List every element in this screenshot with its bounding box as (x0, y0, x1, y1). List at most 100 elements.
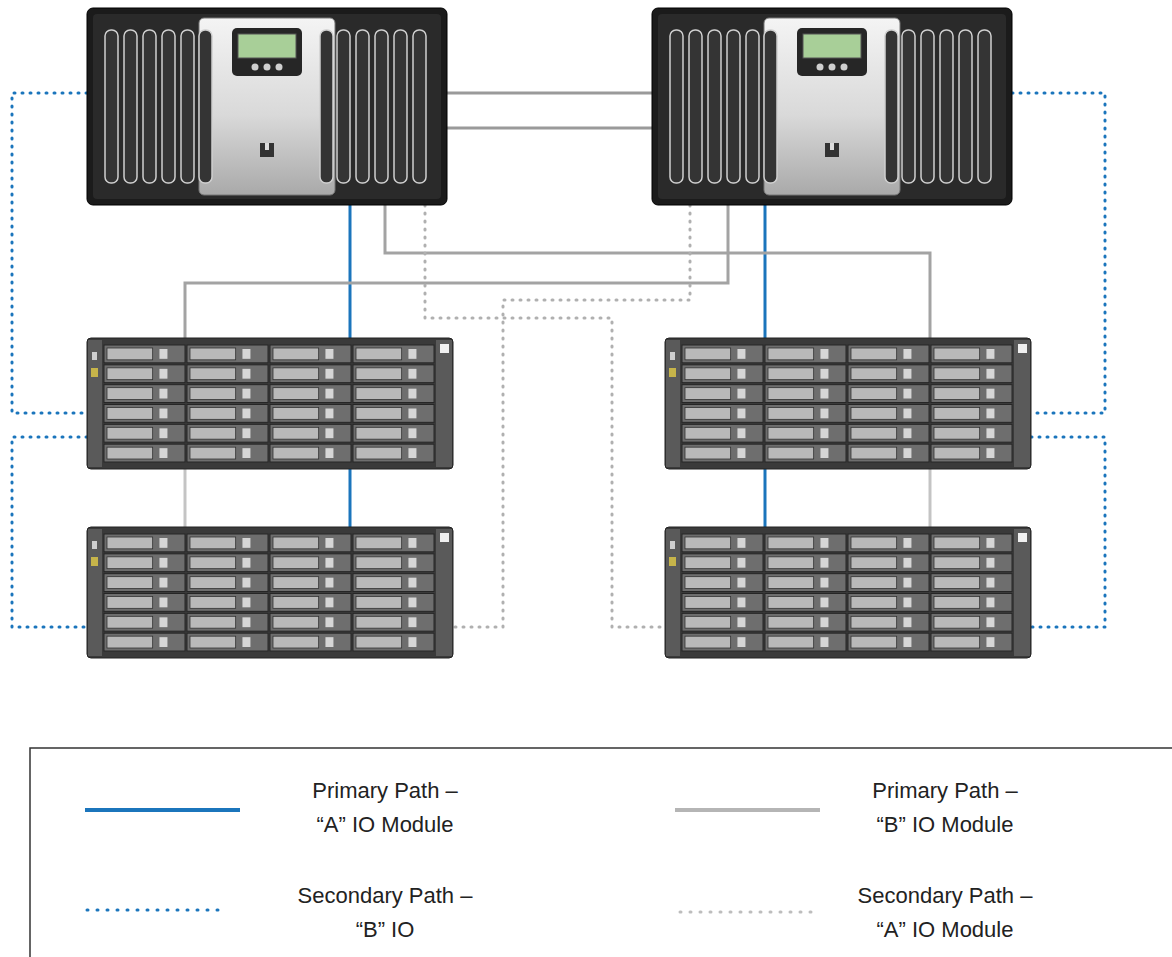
disk-drive (353, 574, 434, 592)
logo-mark (260, 143, 274, 157)
controller-slat (959, 30, 972, 183)
drive-latch (986, 369, 994, 379)
drive-latch (737, 578, 745, 588)
drive-latch (408, 369, 416, 379)
disk-drive (353, 444, 434, 462)
drive-latch (408, 617, 416, 627)
drive-body (931, 345, 1012, 363)
drive-latch (986, 637, 994, 647)
shelf-led (92, 541, 97, 549)
storage-controller (652, 8, 1012, 205)
drive-handle (768, 577, 814, 589)
lcd-screen (238, 34, 296, 58)
drive-latch (159, 369, 167, 379)
drive-body (848, 534, 929, 552)
drive-latch (986, 389, 994, 399)
drive-latch (325, 538, 333, 548)
drive-handle (934, 368, 980, 380)
controller-slat (199, 30, 212, 183)
drive-handle (685, 577, 731, 589)
drive-body (848, 444, 929, 462)
drive-body (682, 594, 763, 612)
disk-drive (931, 574, 1012, 592)
drive-handle (356, 348, 402, 360)
legend-sample (87, 909, 220, 912)
shelf-ear (1014, 529, 1030, 656)
drive-latch (820, 637, 828, 647)
cable (12, 93, 87, 413)
drive-body (848, 594, 929, 612)
drive-body (104, 365, 185, 383)
drive-body (104, 633, 185, 651)
drive-latch (737, 349, 745, 359)
drive-handle (851, 368, 897, 380)
disk-drive (765, 633, 846, 651)
drive-handle (851, 447, 897, 459)
drive-body (931, 424, 1012, 442)
drive-latch (159, 598, 167, 608)
disk-drive (187, 574, 268, 592)
drive-latch (737, 448, 745, 458)
drive-handle (768, 537, 814, 549)
disk-drive (931, 633, 1012, 651)
disk-drive (765, 345, 846, 363)
drive-latch (903, 448, 911, 458)
disk-drive (104, 554, 185, 572)
drive-handle (356, 388, 402, 400)
disk-drive (187, 385, 268, 403)
drive-body (931, 554, 1012, 572)
disk-drive (682, 534, 763, 552)
drive-handle (851, 616, 897, 628)
disk-drive (848, 574, 929, 592)
drive-latch (325, 448, 333, 458)
disk-drive (682, 345, 763, 363)
drive-handle (273, 388, 319, 400)
controller-frame (87, 8, 447, 205)
drive-latch (903, 617, 911, 627)
shelf-frame (665, 527, 1031, 658)
controller-slat (670, 30, 683, 183)
drive-latch (242, 538, 250, 548)
controller-slat (902, 30, 915, 183)
disk-drive (187, 424, 268, 442)
drive-body (765, 424, 846, 442)
drive-handle (190, 447, 236, 459)
cable (764, 468, 767, 527)
drive-body (104, 613, 185, 631)
drive-latch (242, 578, 250, 588)
disk-drive (848, 633, 929, 651)
drive-latch (408, 409, 416, 419)
drive-body (682, 405, 763, 423)
drive-latch (737, 538, 745, 548)
drive-latch (820, 558, 828, 568)
drive-body (682, 554, 763, 572)
drive-latch (737, 428, 745, 438)
drive-handle (356, 408, 402, 420)
drive-handle (273, 368, 319, 380)
drive-handle (685, 388, 731, 400)
drive-body (270, 633, 351, 651)
drive-handle (190, 597, 236, 609)
drive-latch (159, 637, 167, 647)
drive-latch (903, 409, 911, 419)
drive-body (765, 574, 846, 592)
lcd-screen (803, 34, 861, 58)
drive-handle (190, 388, 236, 400)
disk-drive (187, 633, 268, 651)
drive-body (187, 594, 268, 612)
disk-drive (104, 534, 185, 552)
disk-drive (682, 444, 763, 462)
drive-handle (934, 616, 980, 628)
disk-drive (682, 574, 763, 592)
drive-handle (768, 388, 814, 400)
drive-handle (107, 368, 153, 380)
drive-handle (356, 368, 402, 380)
drive-handle (273, 408, 319, 420)
drive-body (353, 345, 434, 363)
drive-body (848, 424, 929, 442)
drive-handle (356, 636, 402, 648)
shelf-ear (88, 529, 102, 656)
drive-latch (325, 428, 333, 438)
drive-handle (851, 408, 897, 420)
drive-latch (242, 637, 250, 647)
